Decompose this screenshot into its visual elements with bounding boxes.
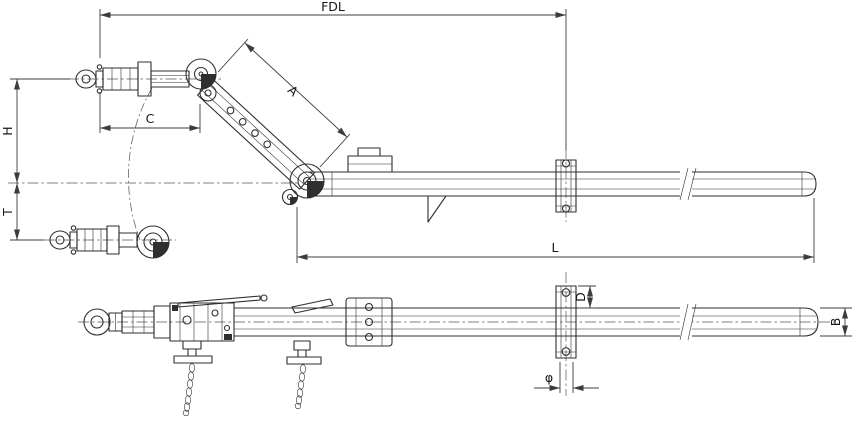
beam-clamp-top bbox=[555, 159, 577, 213]
dimension-d: D bbox=[573, 285, 596, 309]
centerlines-top bbox=[8, 78, 567, 241]
mounting-plate-side bbox=[345, 297, 393, 347]
dimension-c: C bbox=[99, 92, 201, 133]
label-a: A bbox=[285, 82, 302, 99]
label-l: L bbox=[552, 240, 559, 255]
hand-lever bbox=[177, 295, 261, 308]
dimension-t: T bbox=[0, 183, 44, 241]
towing-eye-side bbox=[83, 308, 123, 336]
dimension-phi: φ bbox=[534, 362, 599, 393]
support-leg-front bbox=[173, 340, 213, 417]
dimension-fdl: FDL bbox=[99, 0, 567, 150]
dimension-b: B bbox=[820, 307, 852, 337]
tow-hook bbox=[427, 195, 447, 223]
support-leg-rear bbox=[286, 340, 322, 410]
upper-coupling bbox=[75, 58, 217, 102]
label-c: C bbox=[146, 111, 155, 126]
label-b: B bbox=[828, 318, 843, 327]
dimension-h: H bbox=[0, 78, 70, 183]
main-beam-top bbox=[309, 167, 817, 201]
swing-arc bbox=[128, 87, 153, 241]
chain-front bbox=[182, 363, 195, 417]
label-t: T bbox=[0, 208, 15, 217]
label-fdl: FDL bbox=[321, 0, 345, 14]
side-view: D B φ bbox=[78, 272, 852, 417]
label-phi: φ bbox=[545, 370, 553, 385]
label-d: D bbox=[573, 292, 588, 302]
dimension-l: L bbox=[296, 198, 815, 263]
label-h: H bbox=[0, 126, 15, 135]
coupling-housing-side bbox=[169, 294, 334, 342]
top-view: FDL A C H T bbox=[0, 0, 817, 263]
mounting-bracket-top bbox=[347, 147, 393, 173]
lower-coupling bbox=[49, 225, 170, 259]
pivot-housing bbox=[281, 163, 325, 206]
beam-clamp-side bbox=[555, 285, 577, 359]
chain-rear bbox=[294, 364, 306, 410]
main-beam-side bbox=[233, 303, 819, 341]
latch-plate bbox=[291, 298, 334, 314]
